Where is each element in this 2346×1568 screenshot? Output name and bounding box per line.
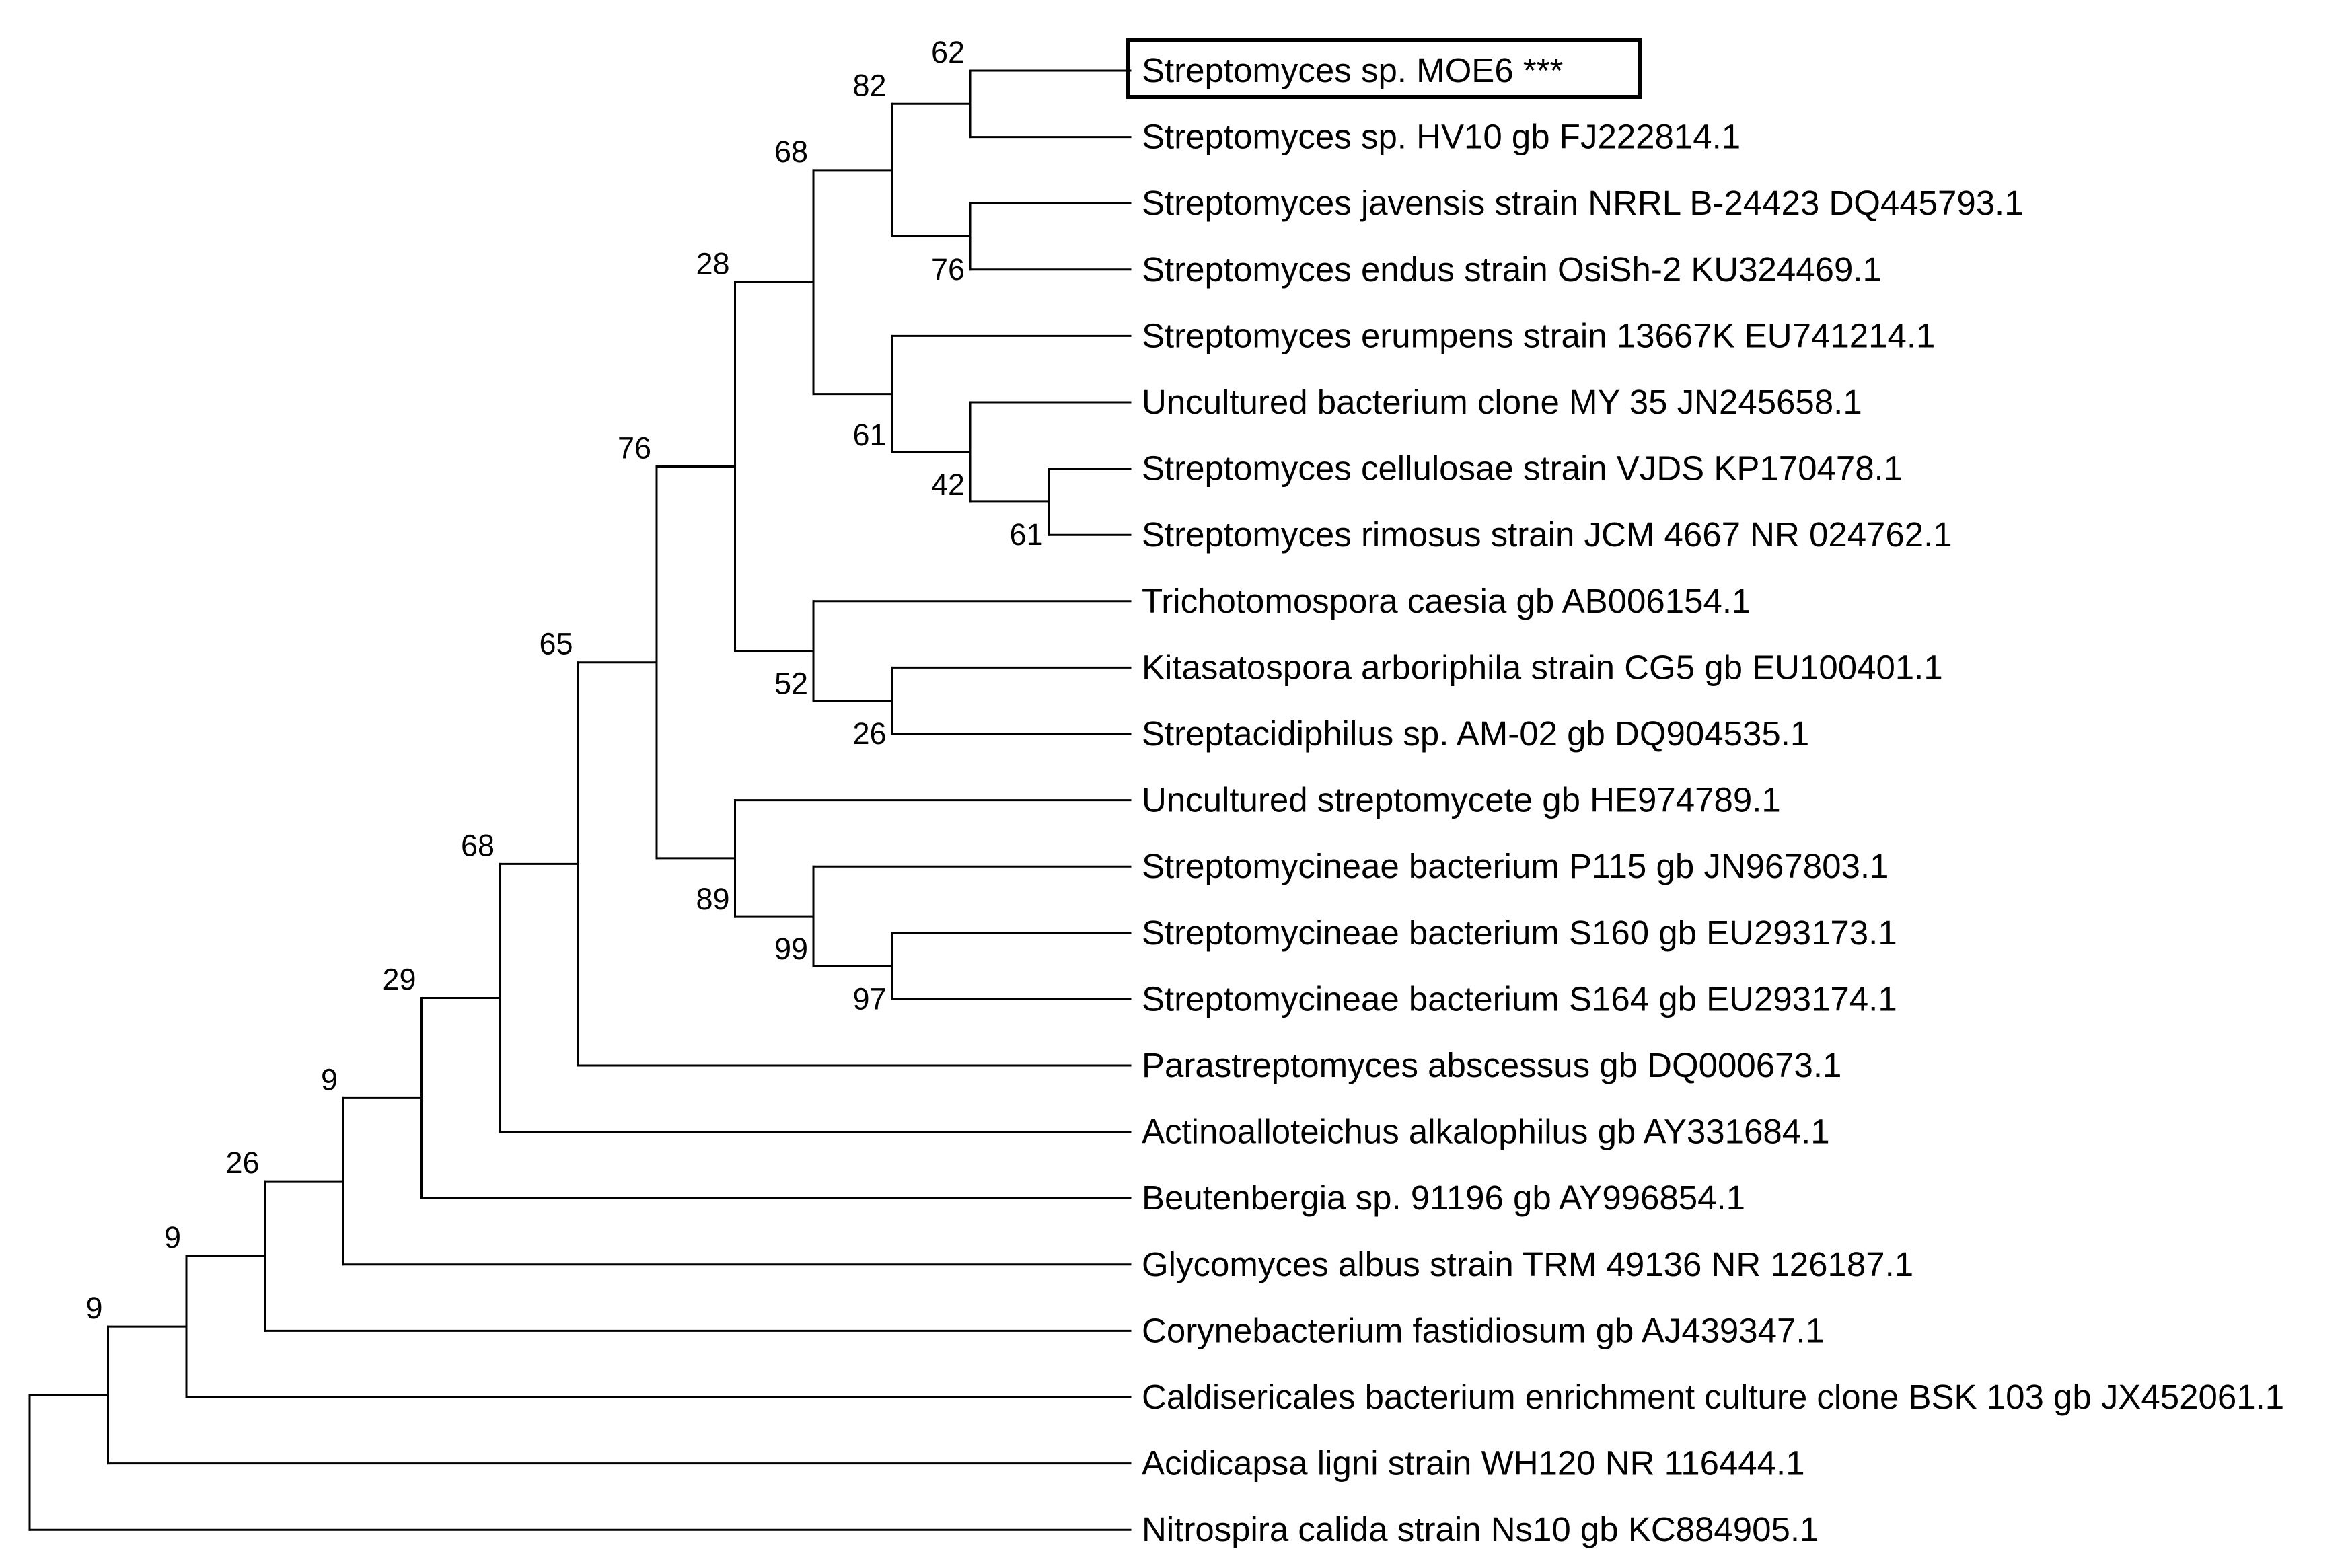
taxon-label-kitasat: Kitasatospora arboriphila strain CG5 gb … [1142,648,1943,686]
bootstrap-value: 68 [461,828,494,862]
bootstrap-value: 82 [852,68,886,102]
bootstrap-value: 61 [852,418,886,452]
bootstrap-value: 26 [852,716,886,751]
taxon-label-erumpens: Streptomyces erumpens strain 13667K EU74… [1142,316,1935,354]
bootstrap-value: 76 [931,252,965,287]
taxon-label-acidi: Acidicapsa ligni strain WH120 NR 116444.… [1142,1444,1805,1483]
taxon-label-caldi: Caldisericales bacterium enrichment cult… [1142,1378,2284,1416]
bootstrap-value: 9 [164,1220,181,1255]
taxon-label-S160: Streptomycineae bacterium S160 gb EU2931… [1142,913,1897,952]
taxon-label-glyco: Glycomyces albus strain TRM 49136 NR 126… [1142,1245,1913,1283]
bootstrap-value: 68 [774,135,808,169]
taxon-label-coryne: Corynebacterium fastidiosum gb AJ439347.… [1142,1311,1825,1349]
bootstrap-value: 99 [774,932,808,966]
taxon-label-javensis: Streptomyces javensis strain NRRL B-2442… [1142,184,2024,222]
bootstrap-value: 61 [1009,517,1043,552]
bootstrap-value: 28 [696,246,729,281]
bootstrap-value: 9 [85,1291,102,1325]
bootstrap-value: 89 [696,882,729,916]
bootstrap-value: 76 [618,431,651,465]
taxon-label-actino: Actinoalloteichus alkalophilus gb AY3316… [1142,1113,1830,1151]
taxon-labels: Streptomyces sp. MOE6 *** Streptomyces sp… [1142,51,2284,1548]
taxon-label-streptacid: Streptacidiphilus sp. AM-02 gb DQ904535.… [1142,714,1809,753]
taxon-label-beuten: Beutenbergia sp. 91196 gb AY996854.1 [1142,1179,1745,1217]
taxon-label-unc_strepto: Uncultured streptomycete gb HE974789.1 [1142,781,1781,819]
taxon-label-P115: Streptomycineae bacterium P115 gb JN9678… [1142,847,1889,885]
taxon-label-cellulosae: Streptomyces cellulosae strain VJDS KP17… [1142,449,1903,488]
taxon-label-parastrep: Parastreptomyces abscessus gb DQ000673.1 [1142,1046,1841,1084]
taxon-label-S164: Streptomycineae bacterium S164 gb EU2931… [1142,979,1897,1018]
bootstrap-value: 26 [225,1146,259,1180]
bootstrap-value: 65 [539,627,573,661]
bootstrap-value: 52 [774,667,808,701]
taxon-label-MOE6: Streptomyces sp. MOE6 *** [1142,51,1564,89]
bootstrap-value: 62 [931,35,965,69]
bootstrap-value: 29 [382,962,416,996]
bootstrap-value: 42 [931,468,965,502]
taxon-label-MY35: Uncultured bacterium clone MY 35 JN24565… [1142,383,1862,421]
taxon-label-nitro: Nitrospira calida strain Ns10 gb KC88490… [1142,1510,1819,1548]
taxon-label-endus: Streptomyces endus strain OsiSh-2 KU3244… [1142,250,1882,289]
highlight-box [1126,38,1642,99]
taxon-label-HV10: Streptomyces sp. HV10 gb FJ222814.1 [1142,118,1740,156]
bootstrap-value: 97 [852,981,886,1016]
tree-branches [28,69,1132,1531]
taxon-label-rimosus: Streptomyces rimosus strain JCM 4667 NR … [1142,515,1952,554]
taxon-label-trichot: Trichotomospora caesia gb AB006154.1 [1142,582,1751,620]
bootstrap-value: 9 [321,1062,338,1096]
